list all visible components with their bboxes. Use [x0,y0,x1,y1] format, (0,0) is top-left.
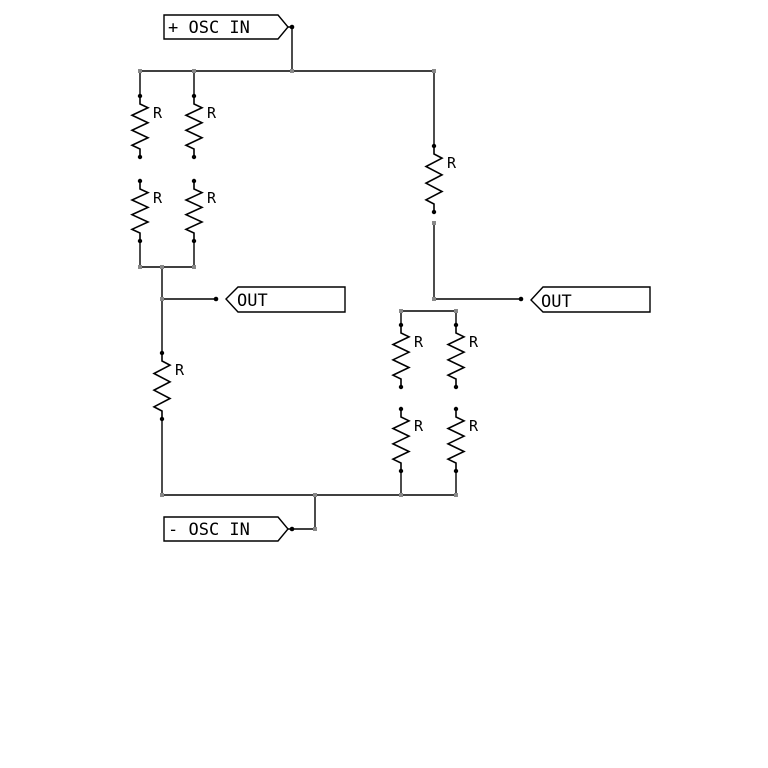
resistor-label: R [447,154,457,172]
port-out-left: OUT [225,286,346,313]
resistor-pin [137,93,143,99]
terminal-osc-in-positive [289,24,295,30]
junction [399,309,403,313]
resistor: R [391,406,424,474]
resistor-pin [191,178,197,184]
resistor-pin [398,468,404,474]
junction [432,221,436,225]
resistor-symbol [152,353,172,419]
junction [313,527,317,531]
wires [139,26,521,530]
resistor-pin [431,143,437,149]
junction [160,297,164,301]
port-label-osc-in-negative: - OSC IN [168,520,250,540]
port-osc-in-negative: - OSC IN [163,516,289,542]
junction [160,265,164,269]
resistor-label: R [207,189,217,207]
junction [454,493,458,497]
junction [313,493,317,497]
resistor-pin [431,209,437,215]
resistor-symbol [391,325,411,387]
junctions [138,24,524,532]
port-out-right: OUT [530,286,651,313]
resistor-symbol [130,96,150,157]
resistor-label: R [414,417,424,435]
resistor-pin [159,416,165,422]
junction [138,69,142,73]
port-label-out-right: OUT [541,292,572,312]
resistor-pin [191,238,197,244]
resistor-symbol [391,409,411,471]
junction [432,69,436,73]
resistors: R R R R R R R R R R [130,93,479,474]
terminal-out-right [518,296,524,302]
resistor: R [391,322,424,390]
resistor-label: R [414,333,424,351]
resistor-pin [191,93,197,99]
junction [192,265,196,269]
terminal-out-left [213,296,219,302]
resistor-label: R [469,333,479,351]
port-osc-in-positive: + OSC IN [163,14,289,40]
resistor-pin [398,384,404,390]
resistor-pin [159,350,165,356]
resistor: R [130,178,163,244]
resistor-pin [453,384,459,390]
resistor-pin [398,322,404,328]
resistor-symbol [446,409,466,471]
resistor-pin [398,406,404,412]
resistor-pin [191,154,197,160]
resistor-label: R [469,417,479,435]
junction [192,69,196,73]
resistor-symbol [184,96,204,157]
resistor-label: R [207,104,217,122]
resistor-pin [453,468,459,474]
resistor-pin [137,238,143,244]
resistor: R [184,178,217,244]
resistor-label: R [153,189,163,207]
resistor: R [130,93,163,160]
resistor-pin [453,322,459,328]
resistor: R [424,143,457,215]
resistor-symbol [446,325,466,387]
resistor: R [446,322,479,390]
resistor: R [184,93,217,160]
resistor-symbol [130,181,150,241]
junction [138,265,142,269]
resistor-pin [137,154,143,160]
resistor: R [152,350,185,422]
junction [399,493,403,497]
resistor-label: R [175,361,185,379]
terminal-osc-in-negative [289,526,295,532]
resistor: R [446,406,479,474]
junction [454,309,458,313]
resistor-label: R [153,104,163,122]
junction [290,69,294,73]
port-label-out-left: OUT [237,291,268,311]
resistor-pin [453,406,459,412]
port-label-osc-in-positive: + OSC IN [168,18,250,38]
junction [160,493,164,497]
resistor-symbol [184,181,204,241]
resistor-pin [137,178,143,184]
junction [432,297,436,301]
resistor-symbol [424,146,444,212]
